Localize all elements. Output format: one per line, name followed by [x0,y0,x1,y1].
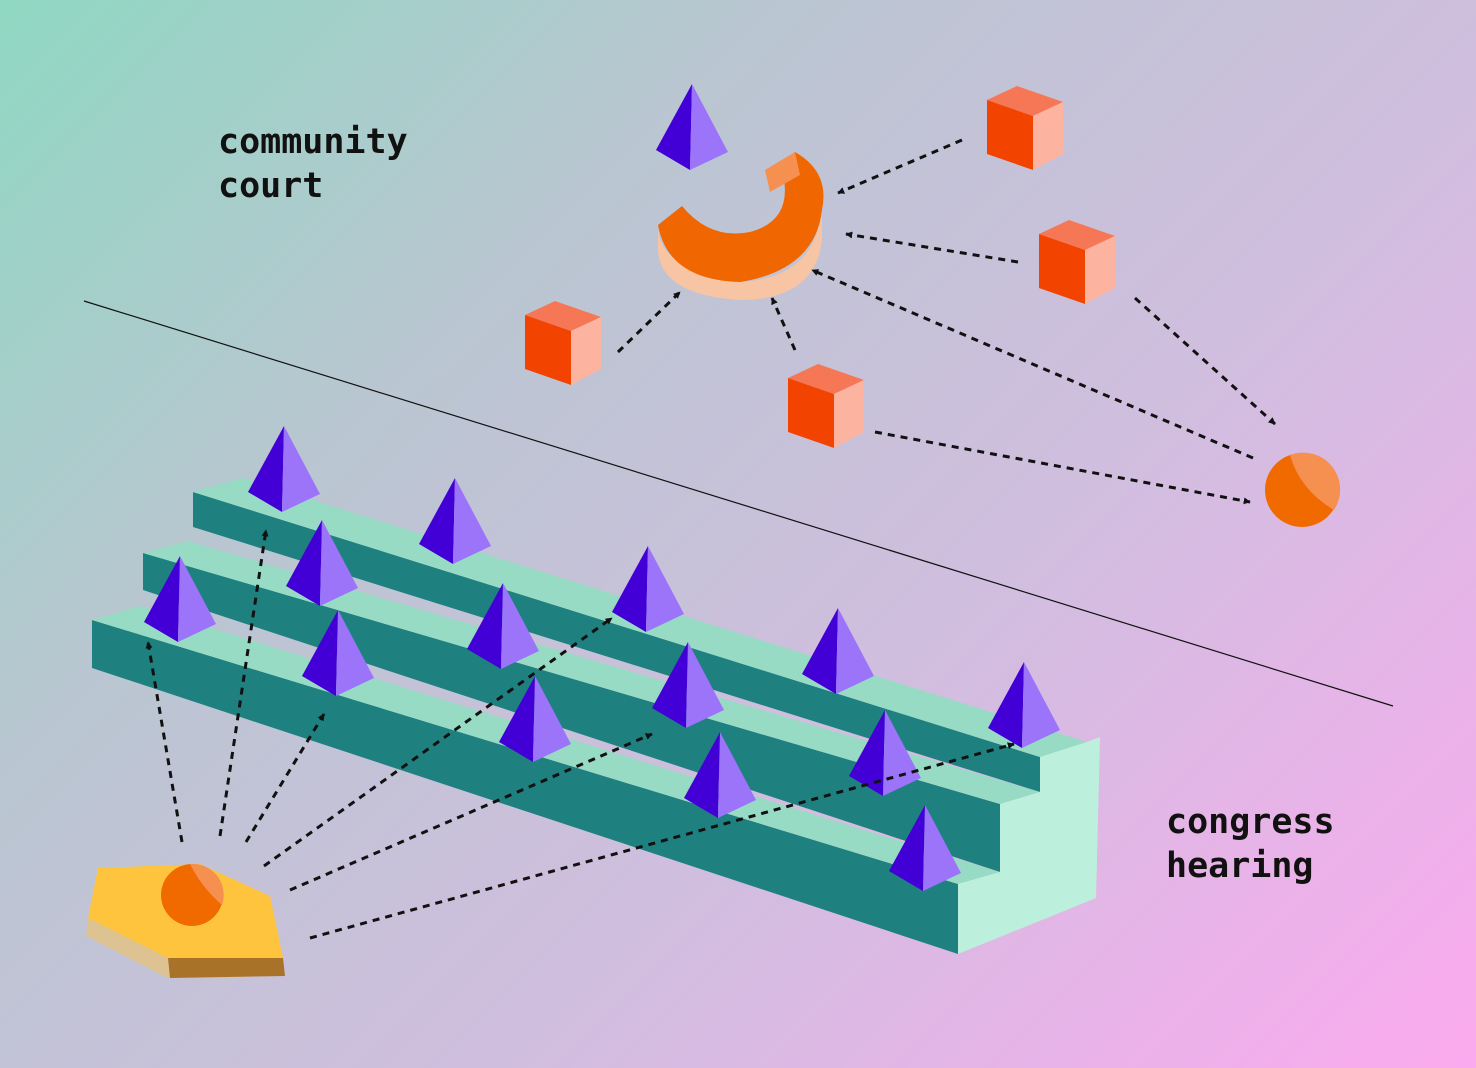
pyramid-left-face [849,710,885,796]
pyramid-right-face [453,478,491,564]
congress-member-pyramid-5 [467,583,539,669]
court-judge-pyramid [656,84,728,170]
cube-top [525,301,601,331]
arrow-speaker-to-member-e [289,732,653,892]
congress-member-pyramid-7 [302,610,374,696]
pyramid-right-face [533,676,571,762]
podium-base-side [168,958,285,978]
community-court-label-line-2: court [218,166,324,206]
congress-member-pyramid-2 [419,478,491,564]
pyramid-left-face [467,583,503,669]
arrow-cube1-to-bench [837,138,963,195]
arrow-speaker-to-member-f [309,742,1015,940]
stair-tier-3-riser [92,620,958,954]
arrow-ball-to-bench [811,268,1254,460]
community-court-label-line-1: community [218,122,408,162]
cube-top [788,364,864,394]
congress-member-pyramid-6 [612,546,684,632]
pyramid-left-face [802,608,838,694]
cube-front [788,378,834,448]
congress-member-pyramid-10 [652,642,724,728]
community-member-cube-3 [525,301,601,385]
arrow-cube2-to-ball [1133,296,1277,426]
pyramid-left-face [612,546,648,632]
stairs-end-face [958,737,1100,954]
congress-member-pyramid-12 [849,710,921,796]
pyramid-right-face [883,710,921,796]
congress-member-pyramid-9 [499,676,571,762]
pyramid-left-face [302,610,338,696]
pyramid-left-face [499,676,535,762]
pyramid-right-face [690,84,728,170]
pyramid-left-face [144,556,180,642]
community-member-cube-4 [788,364,864,448]
cube-front [525,315,571,385]
cube-side [1085,236,1115,304]
cube-side [1033,102,1063,170]
cube-side [834,380,864,448]
pyramid-right-face [836,608,874,694]
pyramid-left-face [286,520,322,606]
pyramid-right-face [1022,662,1060,748]
congress-hearing-label-line-2: hearing [1166,846,1314,886]
community-member-cube-2 [1039,220,1115,304]
pyramid-left-face [656,84,692,170]
arrow-cube4-to-ball [874,430,1251,505]
speaker-ball-highlight [190,863,224,905]
congress-member-pyramid-3 [286,520,358,606]
arrow-cube2-to-bench [845,231,1019,264]
congress-member-pyramid-13 [684,732,756,818]
pyramid-right-face [320,520,358,606]
arrow-cube3-to-bench [616,290,682,354]
stair-tier-2-riser [143,553,1000,872]
arc-side [658,210,822,300]
cube-front [987,100,1033,170]
ball-highlight [1290,452,1341,510]
pyramid-left-face [248,426,284,512]
arrow-speaker-to-member-d [263,616,613,868]
stair-tier-2-tread [143,541,1040,804]
court-outcome-ball [1265,452,1341,527]
congress-member-pyramid-8 [802,608,874,694]
pyramid-left-face [684,732,720,818]
stair-tier-1-riser [193,492,1040,792]
pyramid-right-face [646,546,684,632]
pyramid-left-face [652,642,688,728]
orange-arc-icon [658,152,824,282]
arrow-speaker-to-member-a [145,641,184,843]
court-bench-arc [658,152,824,300]
pyramid-right-face [686,642,724,728]
pyramid-right-face [282,426,320,512]
community-member-cube-1 [987,86,1063,170]
pyramid-right-face [501,583,539,669]
pyramid-right-face [718,732,756,818]
pyramid-right-face [336,610,374,696]
arrow-cube4-to-bench [770,297,797,351]
cube-top [1039,220,1115,250]
cube-side [571,317,601,385]
speaker-podium [86,863,285,978]
cube-top [987,86,1063,116]
congress-hearing-label-line-1: congress [1166,802,1335,842]
pyramid-left-face [988,662,1024,748]
pyramid-left-face [419,478,455,564]
congress-member-pyramid-1 [248,426,320,512]
arc-end-cap [765,152,800,192]
divider-line [83,300,1394,707]
cube-front [1039,234,1085,304]
congress-member-pyramid-11 [988,662,1060,748]
pyramid-left-face [889,805,925,891]
congress-member-pyramid-4 [144,556,216,642]
pyramid-right-face [178,556,216,642]
congress-member-pyramid-14 [889,805,961,891]
community-court-label: community court [218,120,408,208]
congress-hearing-label: congress hearing [1166,800,1335,888]
stair-tier-2 [143,541,1040,872]
pyramid-right-face [923,805,961,891]
